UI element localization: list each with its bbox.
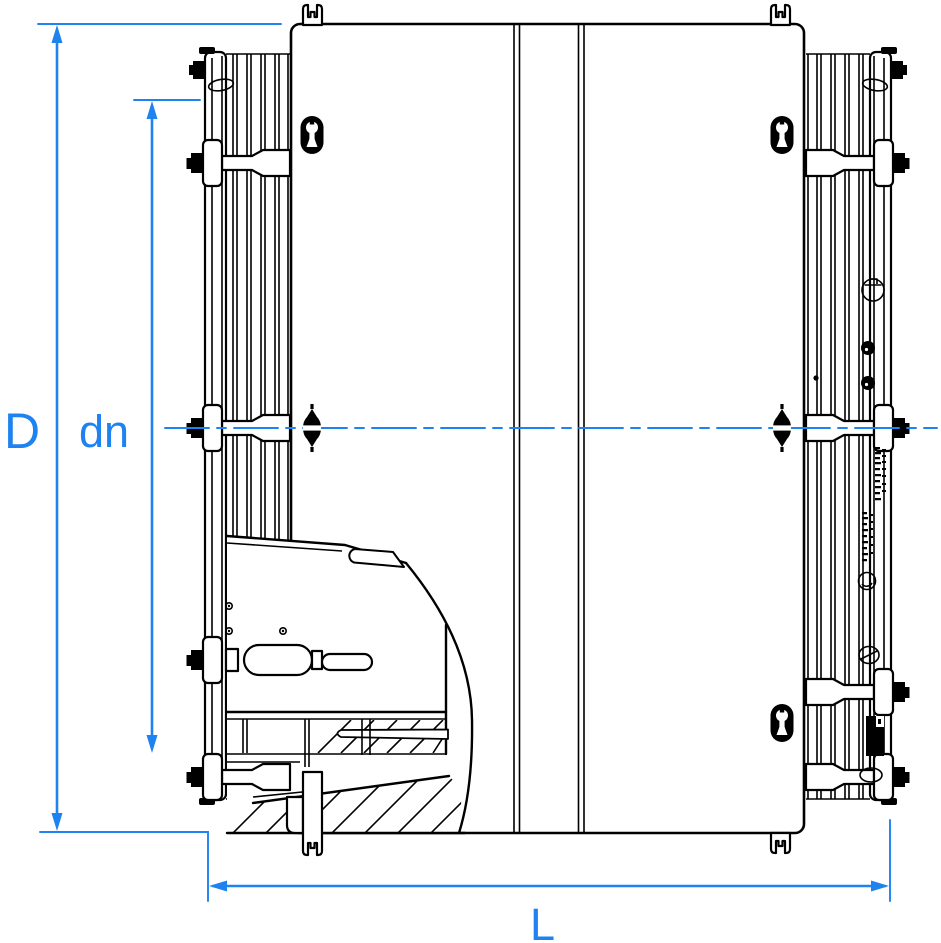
plug-dot: [861, 376, 875, 390]
certification-mark-icon: [857, 571, 877, 591]
dimension-l: L: [209, 819, 891, 943]
right-flange-details: [813, 278, 886, 783]
product-label: [857, 447, 886, 591]
plug-dot: [861, 341, 875, 355]
wrench-service-icon: [300, 116, 324, 154]
lifting-lug-top-right: [769, 3, 792, 27]
section-blade: [336, 728, 449, 740]
section-foot: [285, 795, 305, 835]
drain-stem: [301, 770, 324, 857]
section-pin: [186, 635, 374, 685]
dimension-d-label: D: [4, 403, 40, 459]
serial-plate: [866, 716, 884, 756]
screw-head-icon: [858, 645, 880, 665]
dimension-l-label: L: [530, 899, 555, 943]
lifting-lug-bottom-right: [769, 831, 792, 855]
lifting-lug-top-left: [301, 3, 324, 27]
dimension-dn-label: dn: [79, 406, 129, 457]
dimension-dn: dn: [79, 99, 201, 753]
wrench-service-icon: [770, 704, 794, 742]
right-flange: [804, 45, 911, 807]
section-holes: [225, 601, 287, 635]
dimension-d: D: [4, 23, 282, 902]
section-bottom-joint: [225, 710, 467, 835]
wrench-service-icon: [770, 116, 794, 154]
section-cutaway: [185, 534, 474, 857]
